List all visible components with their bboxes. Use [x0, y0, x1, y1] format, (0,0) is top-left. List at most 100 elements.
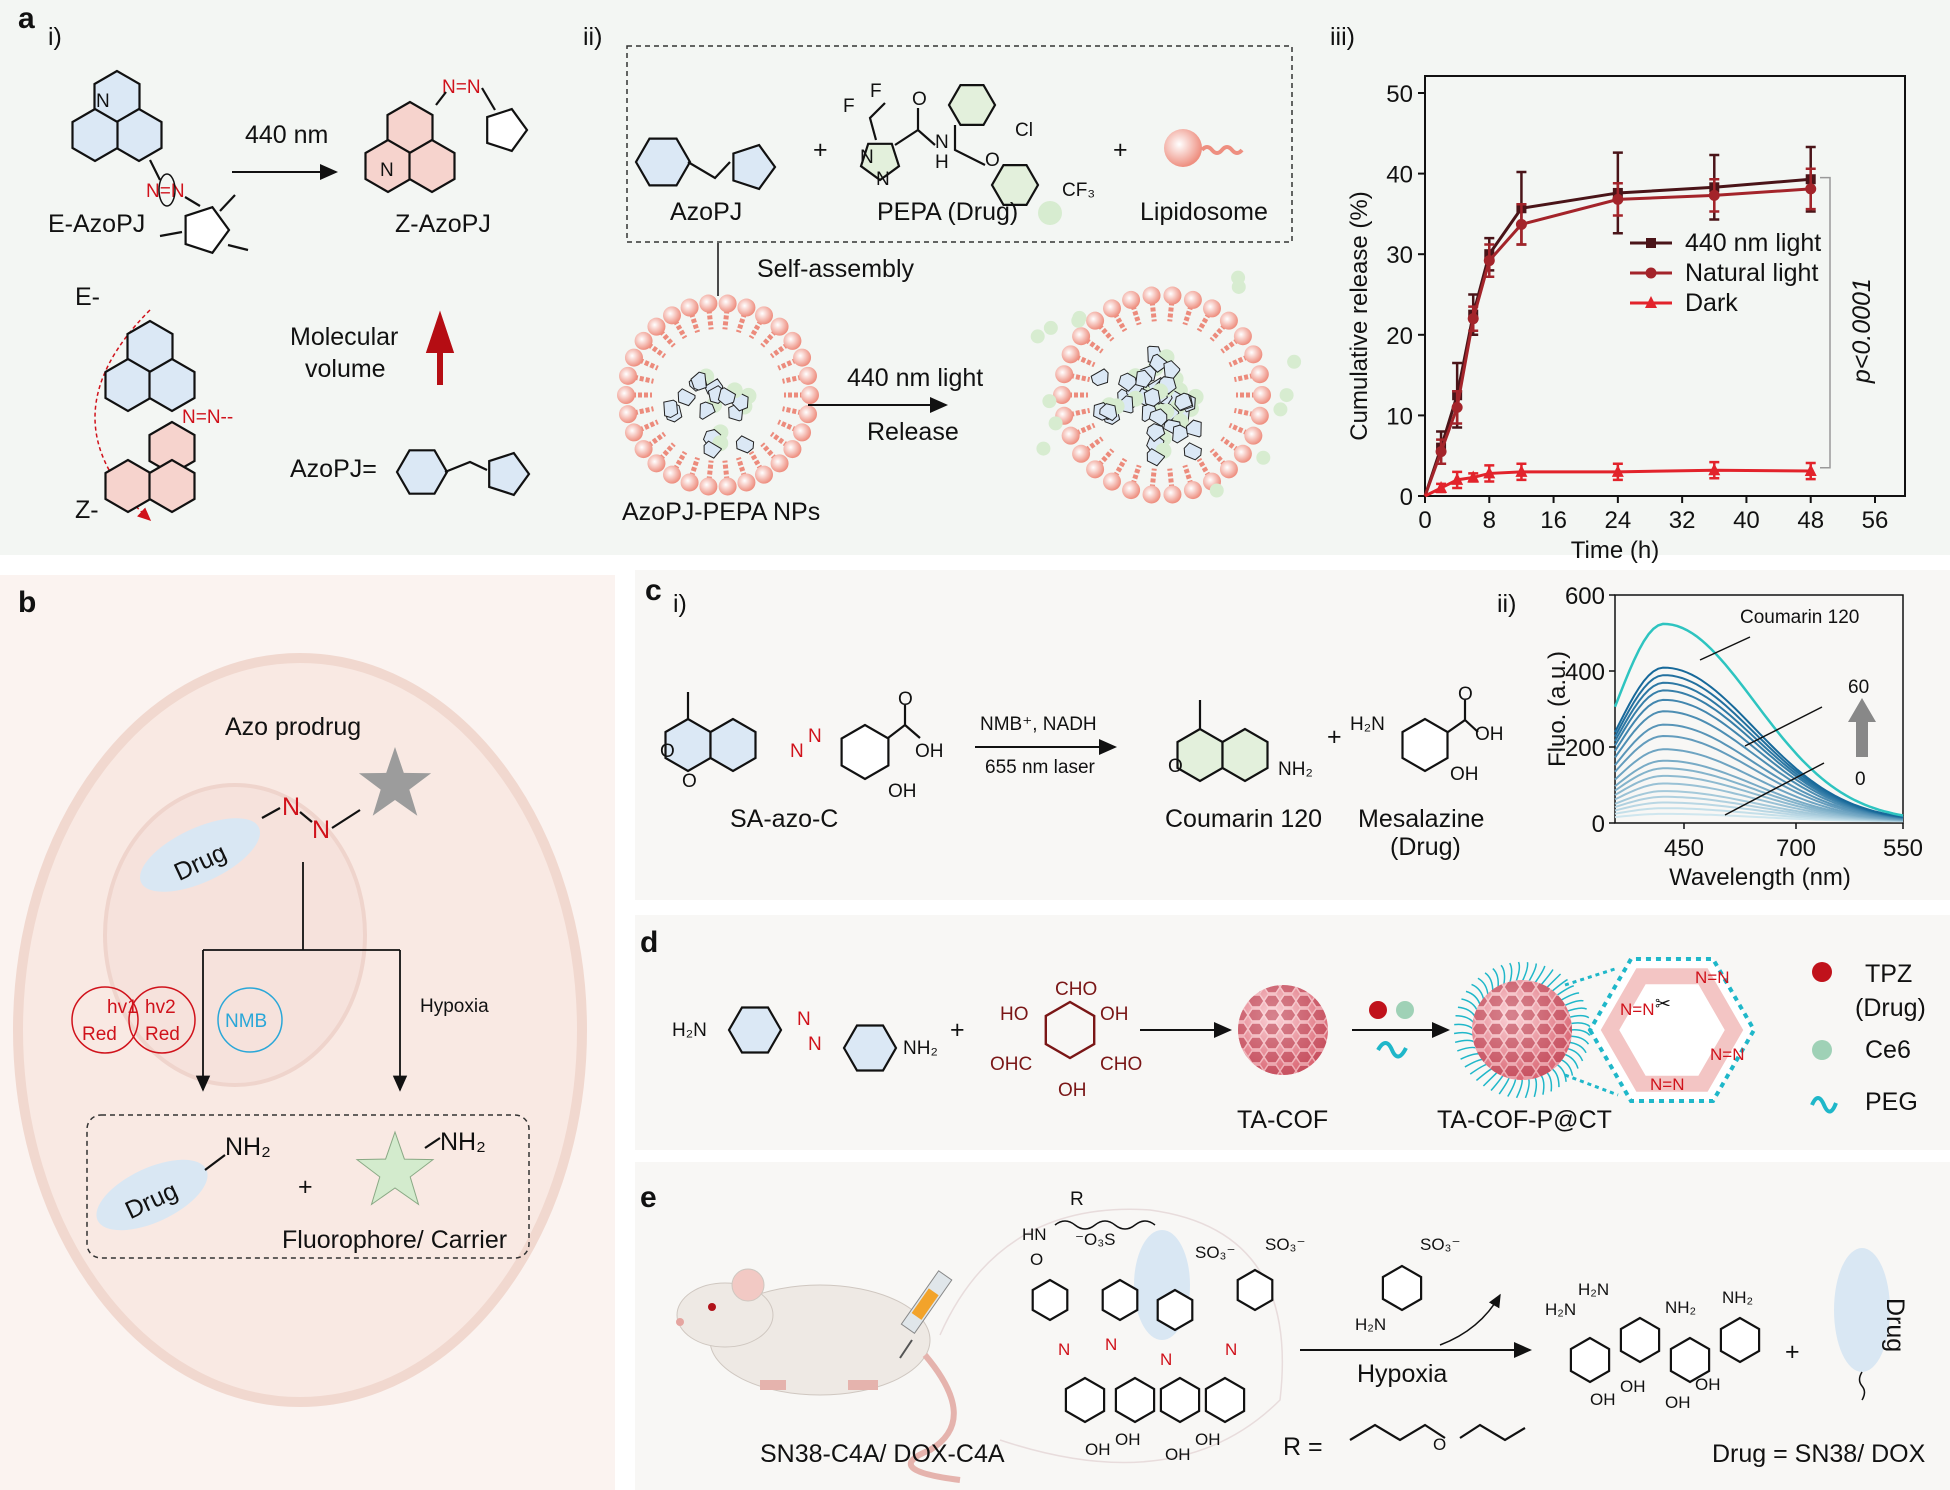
lipid-head	[783, 440, 802, 459]
spectrum-curve	[1614, 748, 1904, 821]
drug-dot-icon	[1038, 201, 1062, 225]
lipid-head	[680, 473, 699, 492]
syringe-icon	[899, 1270, 953, 1359]
lipidosome-label: Lipidosome	[1140, 198, 1268, 226]
lipid-tail	[1093, 448, 1115, 471]
x-tick-label: 550	[1883, 835, 1923, 862]
mesalazine-label: Mesalazine	[1358, 805, 1484, 833]
legend: TPZ (Drug) Ce6 PEG	[1810, 960, 1926, 1116]
lipid-tail	[1220, 334, 1245, 354]
atom-o: O	[660, 741, 675, 762]
fluorophore-star-icon	[355, 1130, 435, 1206]
products-box	[86, 1114, 530, 1259]
lipid-tail	[642, 338, 667, 359]
z-azopj-label: Z-AzoPJ	[395, 210, 491, 238]
plus: +	[1327, 723, 1342, 751]
data-point	[1515, 464, 1528, 477]
y-tick-label: 200	[1565, 735, 1605, 762]
azopj-molecule	[1141, 403, 1159, 423]
atom-f: F	[843, 96, 855, 117]
spectrum-curve	[1614, 723, 1904, 820]
lipid-head	[1061, 426, 1080, 445]
lipid-head	[699, 477, 718, 496]
azo-n: N	[1225, 1340, 1237, 1359]
ring-icon	[1044, 1000, 1096, 1060]
conjugate-label: SN38-C4A/ DOX-C4A	[760, 1440, 1005, 1468]
azopj-molecule	[1185, 419, 1202, 438]
atom-f: F	[870, 81, 882, 102]
peg-chain	[1508, 962, 1513, 984]
legend-label: Natural light	[1685, 259, 1818, 287]
peg-chain	[1566, 1007, 1588, 1013]
atom-o: O	[985, 150, 1000, 171]
atom-hn: HN	[1022, 1225, 1047, 1244]
y-axis-label: Fluo. (a.u.)	[1544, 651, 1571, 767]
e-prefix: E-	[75, 283, 100, 311]
released-drug-dot	[1042, 394, 1057, 409]
atom-o: O	[898, 689, 913, 710]
azo-n: N	[1160, 1350, 1172, 1369]
drug-label: Drug	[1881, 1298, 1909, 1352]
lipid-tail	[1149, 468, 1157, 495]
panel-label-b: b	[18, 586, 36, 619]
subpanel-label: iii)	[1330, 23, 1355, 51]
azopj-molecule	[1146, 448, 1165, 467]
atom-n: N	[876, 169, 890, 190]
atom-oh: OH	[1058, 1080, 1087, 1101]
lipid-tail	[705, 460, 714, 487]
lipid-tail	[627, 373, 654, 384]
x-tick-label: 8	[1483, 507, 1496, 534]
lipid-head	[770, 317, 789, 336]
lipid-tail	[1079, 334, 1104, 354]
drug-label: (Drug)	[1390, 833, 1461, 861]
atom-h2n: H₂N	[672, 1020, 707, 1041]
ring-icon	[1719, 1316, 1761, 1364]
plus: +	[950, 1016, 965, 1044]
atom-cho: CHO	[1055, 979, 1097, 1000]
subpanel-label: ii)	[1497, 590, 1516, 618]
legend-label: Dark	[1685, 289, 1738, 317]
azo-bond: N=N	[146, 181, 185, 202]
legend-peg: PEG	[1865, 1088, 1918, 1116]
atom-h: H	[935, 152, 949, 173]
x-tick-label: 24	[1605, 507, 1632, 534]
lipid-head	[718, 294, 737, 313]
ta-cof-label: TA-COF	[1237, 1106, 1328, 1134]
plot-frame	[1424, 75, 1906, 497]
ring-icon	[1401, 717, 1449, 773]
lipid-tail	[1182, 464, 1196, 491]
lipid-tail	[654, 324, 676, 348]
lipid-head	[617, 386, 635, 404]
x-tick-label: 32	[1669, 507, 1696, 534]
lipid-head	[1103, 299, 1121, 318]
light-label: 440 nm	[245, 121, 328, 149]
atom-nh2: NH₂	[1722, 1288, 1753, 1307]
lipid-tail	[1079, 436, 1104, 456]
molecular-label: Molecular	[290, 323, 398, 351]
lipid-tail	[687, 306, 700, 334]
lipid-head	[619, 366, 638, 385]
x-tick-label: 16	[1540, 507, 1567, 534]
ta-cof-pct-label: TA-COF-P@CT	[1437, 1106, 1612, 1134]
y-tick-label: 20	[1386, 323, 1413, 350]
atom-o: O	[682, 771, 697, 792]
legend-tpz: TPZ	[1865, 960, 1912, 988]
azo-link: N=N	[1650, 1075, 1684, 1094]
azopj-molecule	[1118, 372, 1137, 392]
lipid-tail	[769, 338, 794, 359]
azopj-molecule	[1183, 442, 1202, 461]
atom-n: N	[860, 147, 874, 168]
lipid-tail	[1063, 407, 1091, 419]
isomerization-arrow	[94, 309, 152, 522]
atom-h2n: H₂N	[1350, 714, 1385, 735]
hypoxia-label: Hypoxia	[420, 996, 489, 1017]
pepa-structure: F F O N H O Cl CF₃ N N	[843, 81, 1095, 206]
legend-tpz-drug: (Drug)	[1855, 994, 1926, 1022]
released-drug-dot	[1279, 388, 1294, 403]
azopj-molecule	[1143, 387, 1161, 407]
volume-label: volume	[305, 355, 386, 383]
azopj-molecule	[1099, 403, 1118, 422]
self-assembly-label: Self-assembly	[757, 255, 914, 283]
time-end-label: 60	[1848, 677, 1869, 698]
released-drug-dot	[1209, 483, 1224, 498]
